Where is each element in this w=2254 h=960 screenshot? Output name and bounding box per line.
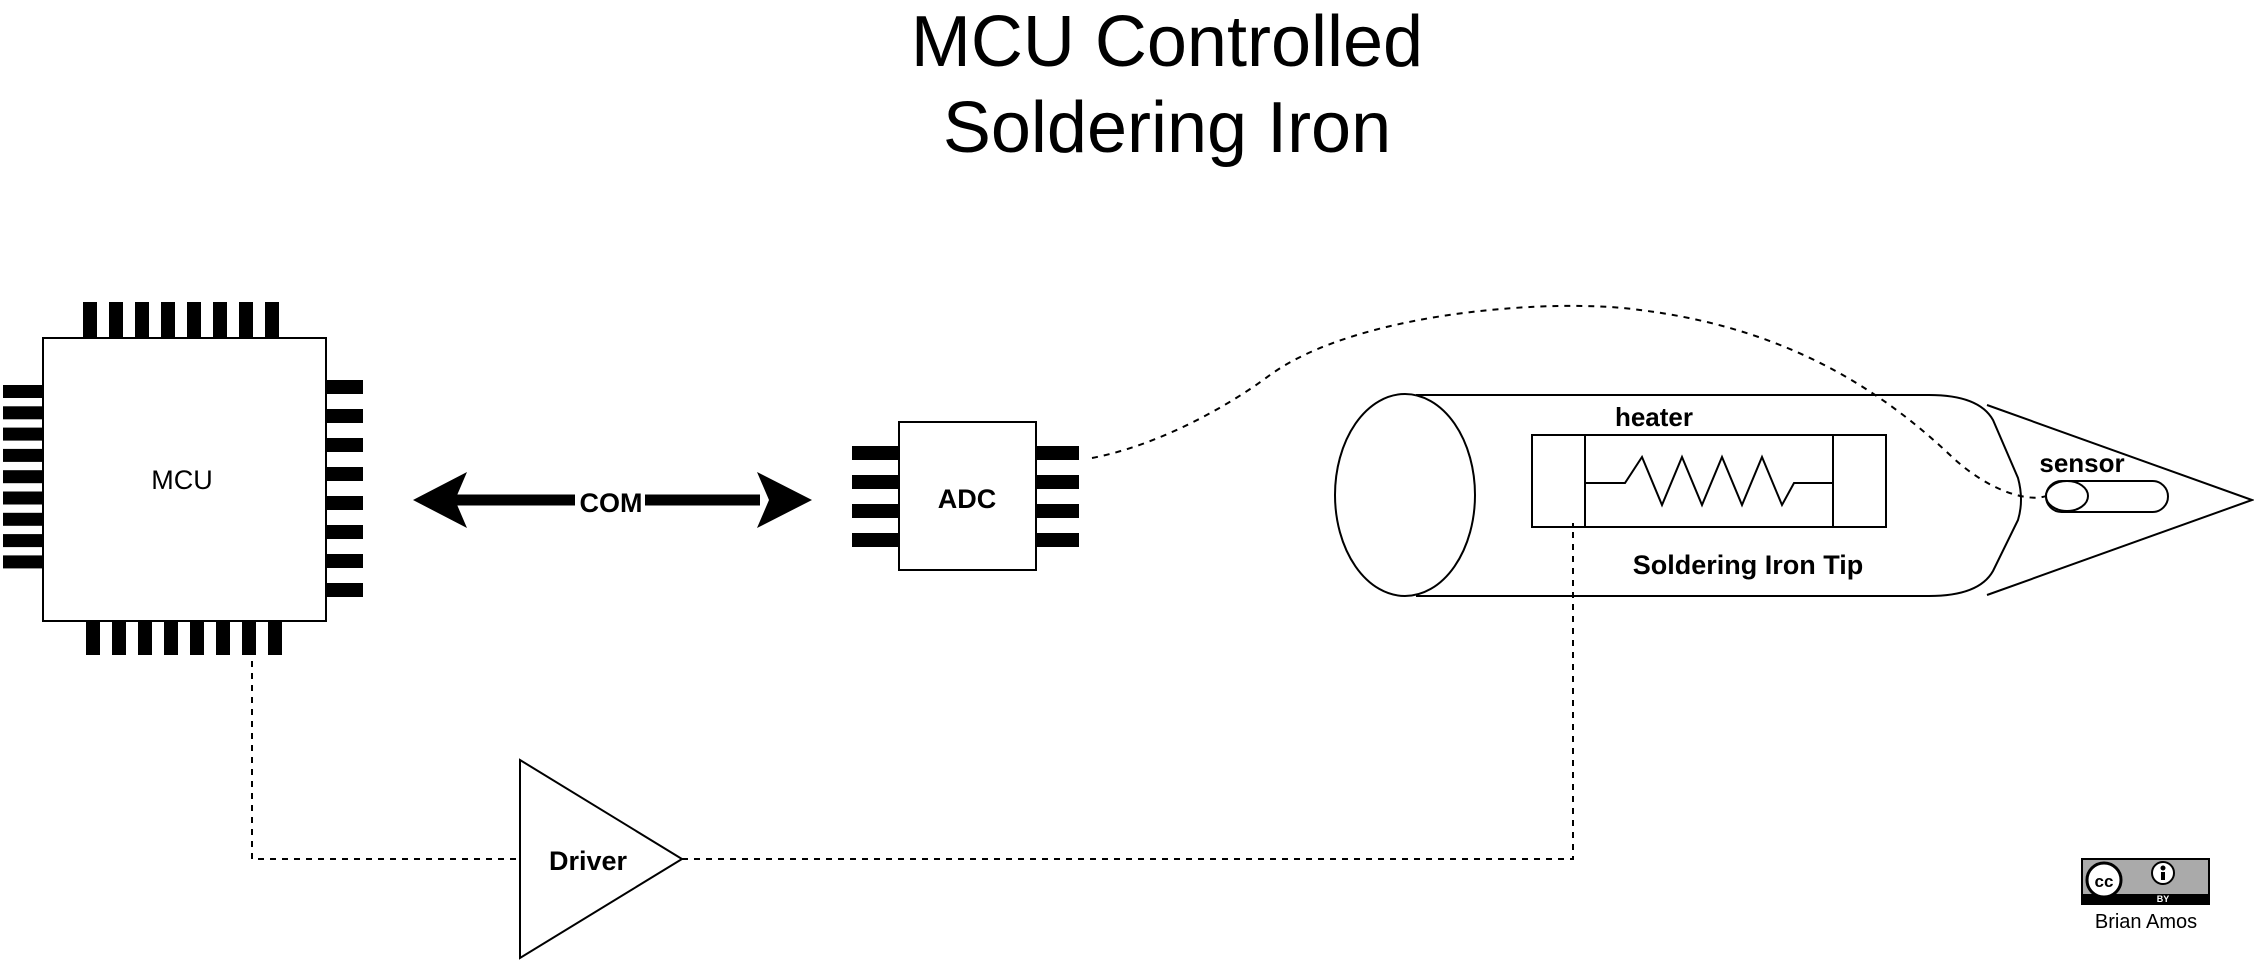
ic-pin [3,512,43,526]
tip-label: Soldering Iron Tip [1633,550,1864,580]
ic-pin [1036,533,1079,547]
com-link: COM [413,472,812,528]
ic-pin [1036,475,1079,489]
ic-pin [1036,504,1079,518]
cc-by-text: BY [2157,894,2170,904]
ic-pin [83,302,97,338]
ic-pin [138,621,152,655]
ic-pin [326,525,363,539]
iron-tip-cone [1986,404,2254,596]
ic-pin [852,475,899,489]
ic-pin [326,554,363,568]
mcu-label: MCU [151,465,213,495]
mcu-pins-bottom [86,621,282,655]
ic-pin [86,621,100,655]
ic-pin [852,504,899,518]
driver: Driver [519,758,684,960]
ic-pin [3,555,43,569]
com-arrowhead-left [413,472,467,528]
ic-pin [216,621,230,655]
sensor-label: sensor [2039,448,2124,478]
com-label: COM [580,488,643,518]
title-line-1: MCU Controlled [911,2,1423,82]
driver-triangle [519,758,684,960]
ic-pin [109,302,123,338]
ic-pin [190,621,204,655]
author-credit: Brian Amos [2095,911,2197,933]
cc-badge-strip [2083,894,2208,903]
ic-pin [852,533,899,547]
ic-pin [326,467,363,481]
soldering-iron: heater sensor Soldering Iron Tip [1334,393,2254,597]
heater-box [1531,434,1887,528]
ic-pin [3,491,43,505]
ic-pin [3,470,43,484]
mcu-pins-left [3,385,43,569]
cc-logo-text: cc [2095,872,2114,891]
mcu-body [42,337,327,622]
ic-pin [326,583,363,597]
title-line-2: Soldering Iron [943,88,1391,168]
heater-resistor [1585,454,1833,508]
ic-pin [164,621,178,655]
ic-pin [213,302,227,338]
driver-label: Driver [549,846,628,876]
adc-body [898,421,1037,571]
mcu-pins-right [326,380,363,597]
adc-pins-left [852,446,899,547]
mcu-chip: MCU [3,302,363,655]
adc-to-sensor-wire [1091,304,2047,499]
ic-pin [187,302,201,338]
ic-pin [3,427,43,441]
ic-pin [239,302,253,338]
license-badge: cc BY Brian Amos [2081,858,2210,933]
ic-pin [265,302,279,338]
ic-pin [3,448,43,462]
cc-logo-icon [2085,861,2123,899]
driver-to-heater-wire [682,523,1574,860]
ic-pin [242,621,256,655]
com-arrowhead-right [757,472,812,528]
adc-pins-right [1036,446,1079,547]
mcu-to-driver-wire [251,661,520,860]
adc-chip: ADC [852,421,1079,571]
mcu-pins-top [83,302,279,338]
ic-pin [135,302,149,338]
ic-pin [268,621,282,655]
ic-pin [326,380,363,394]
ic-pin [326,409,363,423]
ic-pin [852,446,899,460]
ic-pin [3,534,43,548]
ic-pin [3,385,43,398]
ic-pin [326,496,363,510]
ic-pin [1036,446,1079,460]
ic-pin [112,621,126,655]
iron-end-cap [1334,393,1476,597]
ic-pin [3,406,43,420]
ic-pin [161,302,175,338]
heater-label: heater [1615,402,1693,432]
ic-pin [326,438,363,452]
adc-label: ADC [938,484,997,514]
sensor-end [2045,480,2089,512]
